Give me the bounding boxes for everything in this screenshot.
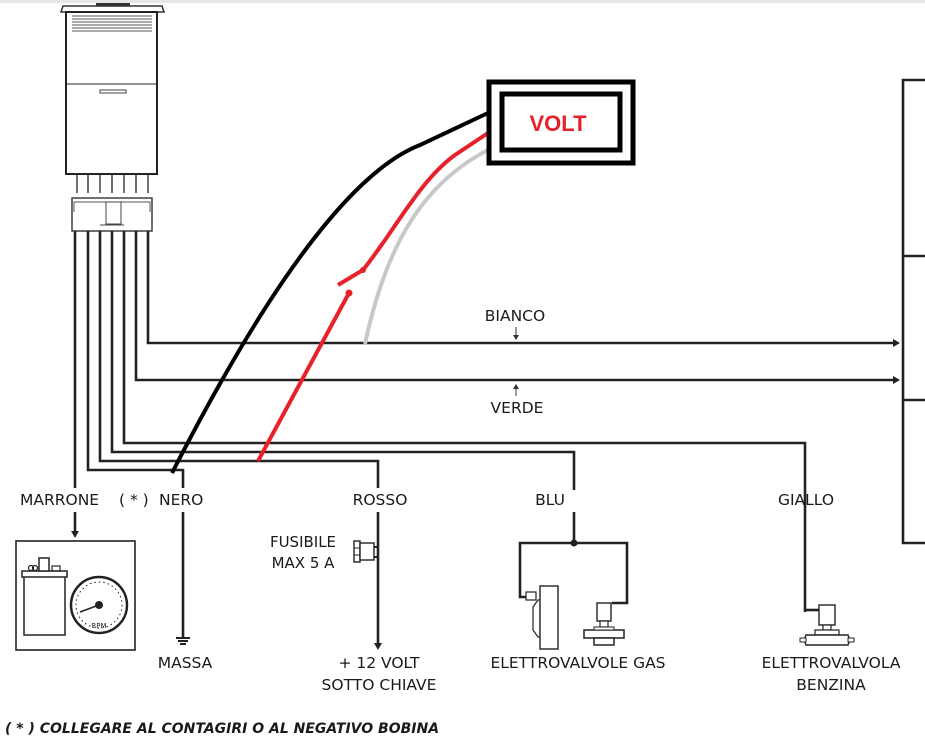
arrow-rosso (374, 643, 382, 650)
label-supply-line1: + 12 VOLT (338, 654, 420, 672)
wire-giallo (122, 231, 807, 612)
ground-icon (176, 637, 190, 645)
label-fuse-line2: MAX 5 A (272, 554, 336, 572)
label-asterisk: ( * ) (119, 491, 149, 509)
wire-rosso (98, 231, 380, 488)
label-bianco: BIANCO (485, 307, 545, 325)
label-gas-valves: ELETTROVALVOLE GAS (490, 654, 665, 672)
footnote: ( * ) COLLEGARE AL CONTAGIRI O AL NEGATI… (5, 721, 439, 737)
arrow-verde (893, 376, 900, 384)
voltmeter: VOLT (486, 79, 636, 166)
wire-verde (134, 231, 893, 382)
right-bus (901, 78, 925, 545)
label-petrol-valve-line1: ELETTROVALVOLA (762, 654, 901, 672)
voltmeter-label: VOLT (529, 111, 587, 136)
arrow-marrone (71, 531, 79, 538)
voltmeter-wires (170, 111, 490, 474)
tacho-rpm-label: RPM (91, 622, 106, 630)
wire-volt-black (170, 111, 489, 474)
label-blu: BLU (535, 491, 565, 509)
tachometer-icon: RPM (69, 575, 129, 635)
harness (71, 231, 900, 650)
coil-tachometer: RPM (15, 540, 136, 651)
label-marrone: MARRONE (20, 491, 99, 509)
label-supply-line2: SOTTO CHIAVE (322, 676, 437, 694)
wire-volt-gray (363, 148, 489, 345)
fuse-icon (353, 540, 378, 563)
label-petrol-valve-line2: BENZINA (796, 676, 866, 694)
gas-reducer-icon (525, 585, 559, 650)
wire-bianco (146, 231, 893, 345)
wire-blu (110, 231, 576, 490)
label-fuse-line1: FUSIBILE (270, 533, 336, 551)
gas-valve-icon (583, 602, 625, 646)
label-rosso: ROSSO (353, 491, 408, 509)
label-giallo: GIALLO (778, 491, 834, 509)
label-verde: VERDE (491, 399, 544, 417)
arrow-bianco (893, 339, 900, 347)
wire-volt-red-upper (336, 131, 490, 287)
gas-valves (518, 539, 629, 650)
top-edge-bar (0, 0, 925, 3)
wire-nero (86, 231, 185, 488)
petrol-valve-icon (799, 604, 855, 646)
control-unit (59, 3, 166, 232)
ignition-coil-icon (21, 557, 68, 636)
label-massa: MASSA (158, 654, 213, 672)
wire-volt-red-lower (256, 292, 351, 462)
label-nero: NERO (159, 491, 203, 509)
